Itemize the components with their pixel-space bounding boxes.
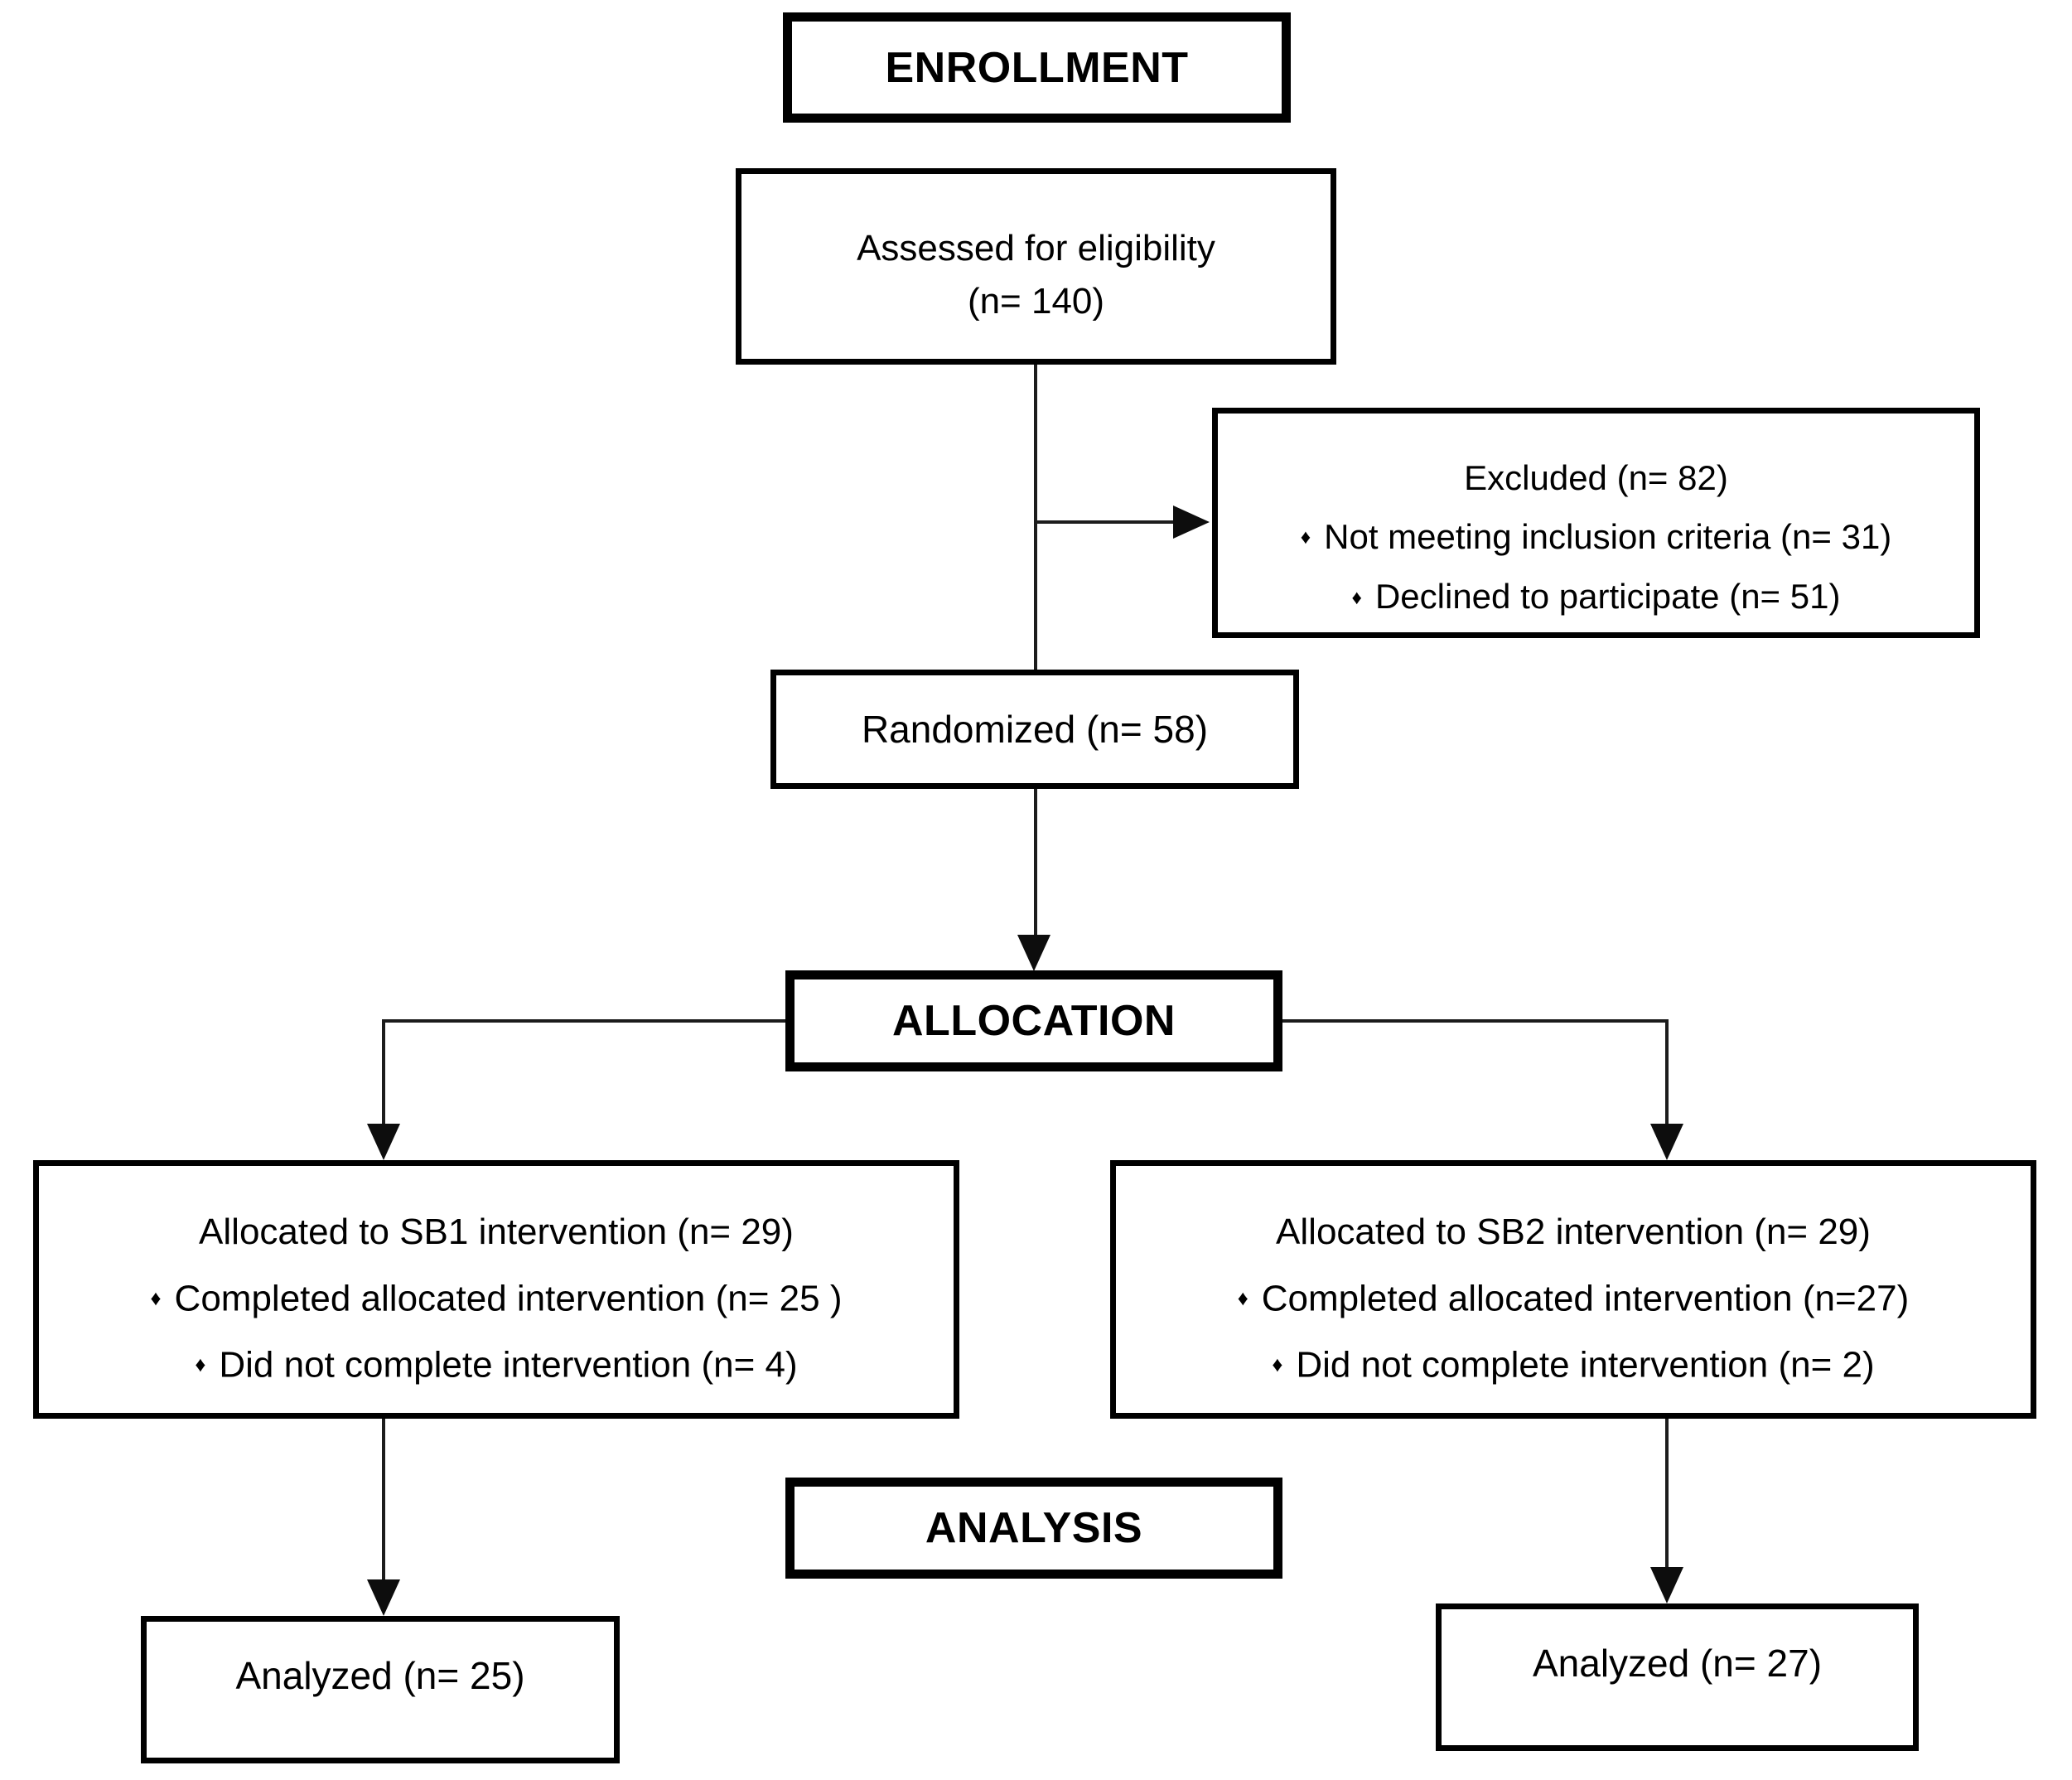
excluded-title: Excluded (n= 82): [1464, 458, 1728, 497]
excluded-box: Excluded (n= 82) ♦ Not meeting inclusion …: [1212, 408, 1980, 638]
allocation-label: ALLOCATION: [892, 997, 1176, 1045]
branch-line-left: [382, 1019, 787, 1023]
branch-drop-right: [1665, 1019, 1669, 1125]
arrowhead-into-alloc-right: [1650, 1124, 1683, 1160]
alloc-left-bullet-1: ♦ Completed allocated intervention (n= 25…: [39, 1265, 954, 1332]
diamond-bullet-icon: ♦: [1300, 526, 1311, 549]
diamond-bullet-icon: ♦: [1272, 1353, 1283, 1377]
enrollment-label: ENROLLMENT: [885, 43, 1189, 92]
assessed-for-eligibility-box: Assessed for eligibility (n= 140): [736, 168, 1336, 365]
arrowhead-into-analyzed-left: [367, 1579, 400, 1616]
alloc-right-bullet-2-text: Did not complete intervention (n= 2): [1296, 1344, 1875, 1386]
alloc-right-bullet-1: ♦ Completed allocated intervention (n=27): [1116, 1265, 2031, 1332]
randomized-box: Randomized (n= 58): [770, 670, 1299, 789]
arrowhead-into-excluded: [1173, 505, 1210, 539]
assessed-line1: Assessed for eligibility: [857, 228, 1215, 268]
analyzed-right-box: Analyzed (n= 27): [1436, 1603, 1919, 1751]
allocated-sb2-box: Allocated to SB2 intervention (n= 29) ♦ C…: [1110, 1160, 2036, 1419]
analyzed-left-text: Analyzed (n= 25): [235, 1654, 525, 1697]
diamond-bullet-icon: ♦: [1351, 586, 1362, 609]
connector-alloc-right-to-analyzed: [1665, 1417, 1669, 1569]
connector-assessed-to-randomized: [1034, 363, 1037, 671]
arrowhead-into-analyzed-right: [1650, 1567, 1683, 1603]
arrowhead-into-allocation: [1017, 935, 1050, 971]
branch-line-right: [1281, 1019, 1669, 1023]
randomized-text: Randomized (n= 58): [861, 708, 1209, 751]
diamond-bullet-icon: ♦: [195, 1353, 206, 1377]
connector-alloc-left-to-analyzed: [382, 1417, 385, 1581]
alloc-left-bullet-2: ♦ Did not complete intervention (n= 4): [39, 1332, 954, 1398]
alloc-left-bullet-1-text: Completed allocated intervention (n= 25 …: [174, 1278, 843, 1319]
alloc-right-bullet-1-text: Completed allocated intervention (n=27): [1261, 1278, 1910, 1319]
alloc-left-bullet-2-text: Did not complete intervention (n= 4): [219, 1344, 798, 1386]
excluded-bullet-1: ♦ Not meeting inclusion criteria (n= 31): [1218, 507, 1974, 567]
enrollment-header-box: ENROLLMENT: [783, 12, 1291, 123]
alloc-left-title: Allocated to SB1 intervention (n= 29): [199, 1212, 794, 1252]
assessed-line2: (n= 140): [967, 281, 1105, 322]
diamond-bullet-icon: ♦: [1237, 1287, 1249, 1310]
analysis-header-box: ANALYSIS: [785, 1478, 1282, 1579]
analysis-label: ANALYSIS: [925, 1504, 1143, 1552]
arrowhead-into-alloc-left: [367, 1124, 400, 1160]
branch-drop-left: [382, 1019, 385, 1125]
alloc-right-bullet-2: ♦ Did not complete intervention (n= 2): [1116, 1332, 2031, 1398]
connector-randomized-to-allocation: [1034, 787, 1037, 936]
analyzed-left-box: Analyzed (n= 25): [141, 1616, 620, 1763]
excluded-bullet-2-text: Declined to participate (n= 51): [1374, 577, 1841, 617]
connector-to-excluded: [1036, 520, 1176, 524]
diamond-bullet-icon: ♦: [150, 1287, 162, 1310]
allocated-sb1-box: Allocated to SB1 intervention (n= 29) ♦ C…: [33, 1160, 959, 1419]
excluded-bullet-2: ♦ Declined to participate (n= 51): [1218, 567, 1974, 626]
analyzed-right-text: Analyzed (n= 27): [1532, 1642, 1823, 1685]
allocation-header-box: ALLOCATION: [785, 970, 1282, 1071]
excluded-bullet-1-text: Not meeting inclusion criteria (n= 31): [1324, 517, 1892, 556]
alloc-right-title: Allocated to SB2 intervention (n= 29): [1276, 1212, 1871, 1252]
